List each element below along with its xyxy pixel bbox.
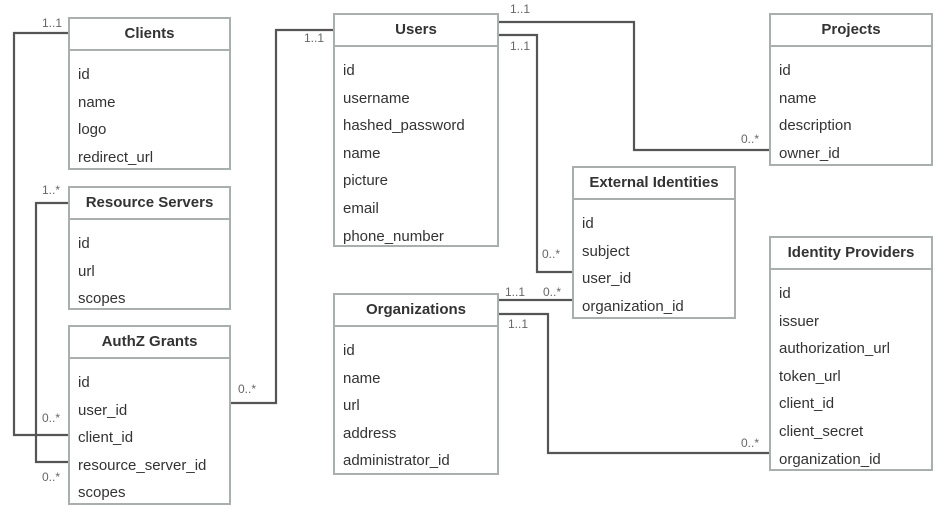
field-users-hashed-password: hashed_password [343, 117, 465, 135]
field-projects-owner-id: owner_id [779, 144, 840, 162]
card-label-users-ext-target: 0..* [542, 247, 560, 261]
entity-external-identities-title: External Identities [574, 168, 734, 200]
entity-identity-providers-title: Identity Providers [771, 238, 931, 270]
field-identity-providers-authorization-url: authorization_url [779, 340, 890, 358]
card-label-resource-servers-target: 0..* [42, 470, 60, 484]
field-projects-id: id [779, 62, 791, 79]
card-label-users-projects-source: 1..1 [510, 2, 530, 16]
entity-authz-grants-title: AuthZ Grants [70, 327, 229, 359]
field-resource-servers-url: url [78, 262, 95, 280]
rel-line-users-authz-grants [231, 28, 333, 405]
field-projects-name: name [779, 89, 817, 107]
field-external-identities-subject: subject [582, 242, 630, 260]
entity-identity-providers-fields: id issuer authorization_url token_url cl… [771, 270, 931, 481]
field-authz-grants-user-id: user_id [78, 401, 128, 419]
field-authz-grants-client-id: client_id [78, 429, 134, 447]
field-users-name: name [343, 144, 381, 162]
entity-organizations-title: Organizations [335, 295, 497, 327]
card-label-users-authz-target: 0..* [238, 382, 256, 396]
card-label-users-authz-source: 1..1 [304, 31, 324, 45]
entity-users-title: Users [335, 15, 497, 47]
entity-users-fields: id username hashed_password name picture… [335, 47, 497, 258]
field-organizations-id: id [343, 342, 355, 359]
field-external-identities-id: id [582, 215, 594, 232]
entity-identity-providers[interactable]: Identity Providers id issuer authorizati… [769, 236, 933, 471]
field-users-username: username [343, 89, 410, 107]
card-label-users-projects-target: 0..* [741, 132, 759, 146]
card-label-clients-source: 1..1 [42, 16, 62, 30]
field-identity-providers-organization-id: organization_id [779, 450, 881, 468]
field-projects-description: description [779, 117, 852, 135]
rel-line-organizations-identity-providers [499, 312, 769, 455]
field-clients-redirect-url: redirect_url [78, 148, 154, 166]
entity-projects-fields: id name description owner_id [771, 47, 931, 175]
field-users-id: id [343, 62, 355, 79]
card-label-org-ext-target: 0..* [543, 285, 561, 299]
entity-resource-servers-fields: id url scopes [70, 220, 229, 321]
field-clients-logo: logo [78, 121, 107, 139]
field-users-phone-number: phone_number [343, 227, 444, 245]
field-external-identities-organization-id: organization_id [582, 297, 684, 315]
entity-resource-servers[interactable]: Resource Servers id url scopes [68, 186, 231, 310]
field-identity-providers-client-secret: client_secret [779, 422, 864, 440]
card-label-org-idp-target: 0..* [741, 436, 759, 450]
entity-clients-title: Clients [70, 19, 229, 51]
entity-external-identities-fields: id subject user_id organization_id [574, 200, 734, 328]
entity-external-identities[interactable]: External Identities id subject user_id o… [572, 166, 736, 319]
card-label-org-ext-source: 1..1 [505, 285, 525, 299]
field-resource-servers-id: id [78, 235, 90, 252]
field-authz-grants-id: id [78, 374, 90, 391]
field-clients-name: name [78, 93, 116, 111]
entity-clients-fields: id name logo redirect_url [70, 51, 229, 179]
field-authz-grants-resource-server-id: resource_server_id [78, 456, 207, 474]
field-organizations-address: address [343, 424, 397, 442]
field-users-email: email [343, 199, 379, 217]
field-external-identities-user-id: user_id [582, 270, 632, 288]
rel-line-clients-authz-grants [12, 31, 68, 437]
entity-authz-grants[interactable]: AuthZ Grants id user_id client_id resour… [68, 325, 231, 505]
field-identity-providers-client-id: client_id [779, 395, 835, 413]
field-authz-grants-scopes: scopes [78, 484, 126, 502]
field-organizations-url: url [343, 397, 360, 415]
card-label-users-ext-source: 1..1 [510, 39, 530, 53]
rel-line-users-external-identities [499, 33, 572, 274]
field-clients-id: id [78, 66, 90, 83]
field-organizations-administrator-id: administrator_id [343, 452, 450, 470]
field-identity-providers-token-url: token_url [779, 367, 841, 385]
field-users-picture: picture [343, 172, 389, 190]
entity-clients[interactable]: Clients id name logo redirect_url [68, 17, 231, 170]
entity-authz-grants-fields: id user_id client_id resource_server_id … [70, 359, 229, 515]
rel-line-resource-servers-authz-grants [34, 201, 68, 464]
card-label-resource-servers-source: 1..* [42, 183, 60, 197]
field-identity-providers-issuer: issuer [779, 312, 820, 330]
entity-projects-title: Projects [771, 15, 931, 47]
entity-organizations-fields: id name url address administrator_id [335, 327, 497, 483]
entity-resource-servers-title: Resource Servers [70, 188, 229, 220]
card-label-clients-target: 0..* [42, 411, 60, 425]
field-organizations-name: name [343, 369, 381, 387]
card-label-org-idp-source: 1..1 [508, 317, 528, 331]
entity-users[interactable]: Users id username hashed_password name p… [333, 13, 499, 247]
rel-line-users-projects [499, 20, 769, 152]
field-resource-servers-scopes: scopes [78, 290, 126, 308]
entity-projects[interactable]: Projects id name description owner_id [769, 13, 933, 166]
entity-organizations[interactable]: Organizations id name url address admini… [333, 293, 499, 475]
field-identity-providers-id: id [779, 285, 791, 302]
